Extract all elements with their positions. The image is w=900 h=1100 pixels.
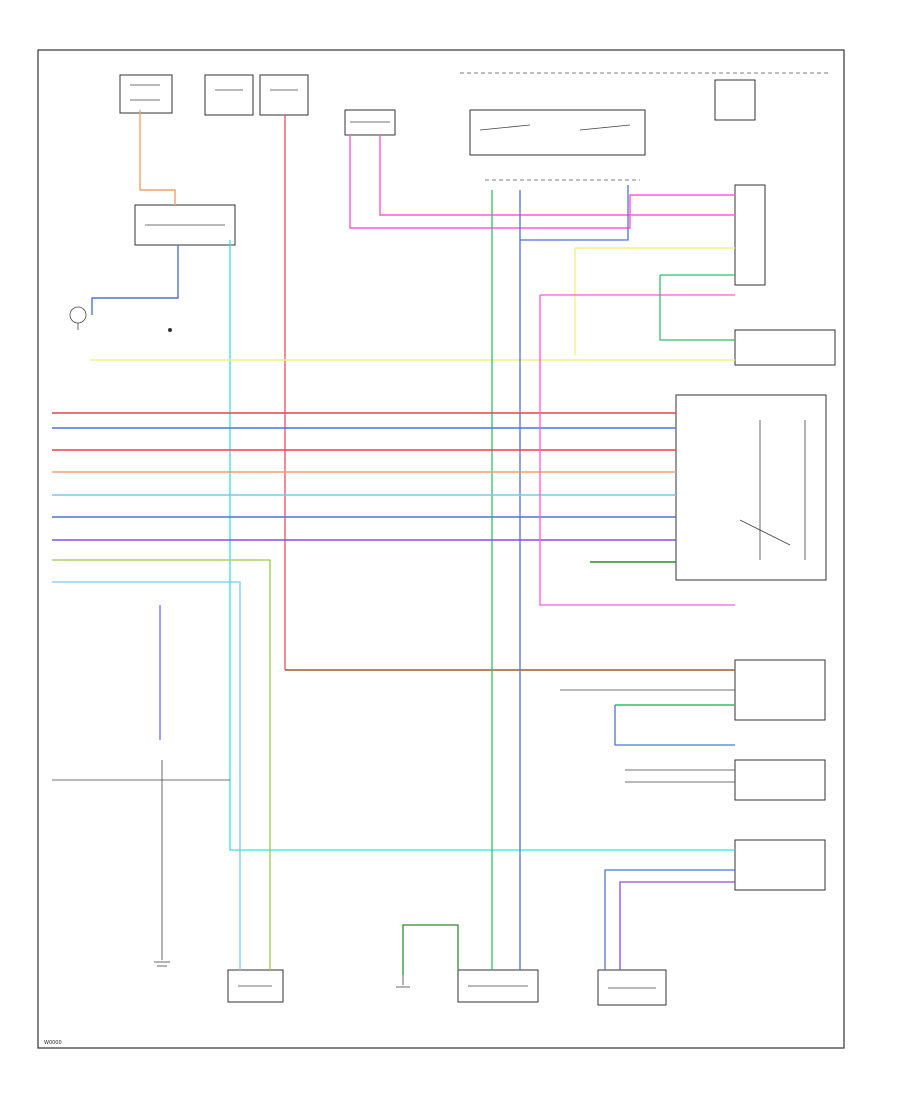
wire-blue-bottom-right: [604, 869, 735, 970]
sensor-left-top: [69, 306, 87, 330]
wire-cyan-long: [229, 240, 735, 851]
wire-blue-left: [91, 245, 179, 315]
connector-lower-right: [734, 759, 826, 801]
wire-teal-right: [659, 274, 735, 341]
main-control-module: [675, 394, 827, 581]
sensor-module-lower-right: [734, 659, 826, 721]
wire-yellow-2: [574, 247, 735, 355]
bottom-sensor-center: [457, 969, 539, 1003]
footer-code: W0000: [44, 1040, 62, 1046]
fuse-block-left: [119, 74, 173, 114]
wire-pink-loop: [539, 294, 735, 606]
bottom-sensor-right: [597, 969, 667, 1006]
sensor-lower-right-2: [734, 839, 826, 891]
diagram-frame: [37, 49, 845, 1049]
wire-pink-top: [349, 135, 735, 229]
fuse-top-right: [714, 79, 756, 121]
fuse-block-center-1: [204, 74, 254, 116]
switch-block-top-right: [469, 109, 646, 181]
connector-block-right-mid: [734, 329, 836, 366]
connector-block-right-top: [734, 184, 766, 286]
ground-left: [154, 940, 170, 967]
wire-pink-top-2: [379, 135, 735, 216]
bottom-sensor-left: [227, 969, 284, 1003]
wire-orange-top: [139, 110, 176, 205]
wire-blue-lower: [614, 705, 735, 746]
ground-center: [396, 975, 410, 988]
wire-purple-bottom-right: [619, 881, 735, 970]
wire-darkgreen-center: [402, 924, 459, 975]
wire-yellowgreen: [52, 559, 271, 970]
relay-left: [134, 204, 236, 246]
wire-blue-vertical: [519, 185, 629, 970]
fuse-block-center-2: [259, 74, 309, 116]
splice-dot-1: [168, 328, 172, 332]
relay-module-top: [344, 109, 396, 136]
wire-lightblue-left: [52, 581, 241, 970]
